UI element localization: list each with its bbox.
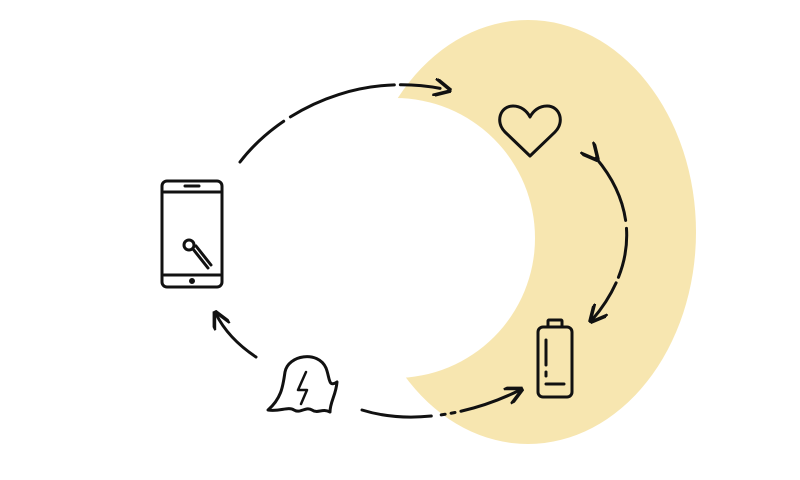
arrow-heart-to-battery bbox=[592, 158, 629, 320]
arrow-ghost-to-battery bbox=[360, 390, 520, 419]
ghost-lightning-icon bbox=[266, 355, 339, 414]
arrow-ghost-to-phone bbox=[216, 314, 258, 359]
battery-icon bbox=[536, 318, 574, 399]
arrow-phone-to-heart bbox=[238, 85, 448, 164]
heart-icon bbox=[498, 104, 562, 158]
crescent-background bbox=[360, 20, 696, 444]
smartphone-icon bbox=[160, 179, 224, 289]
